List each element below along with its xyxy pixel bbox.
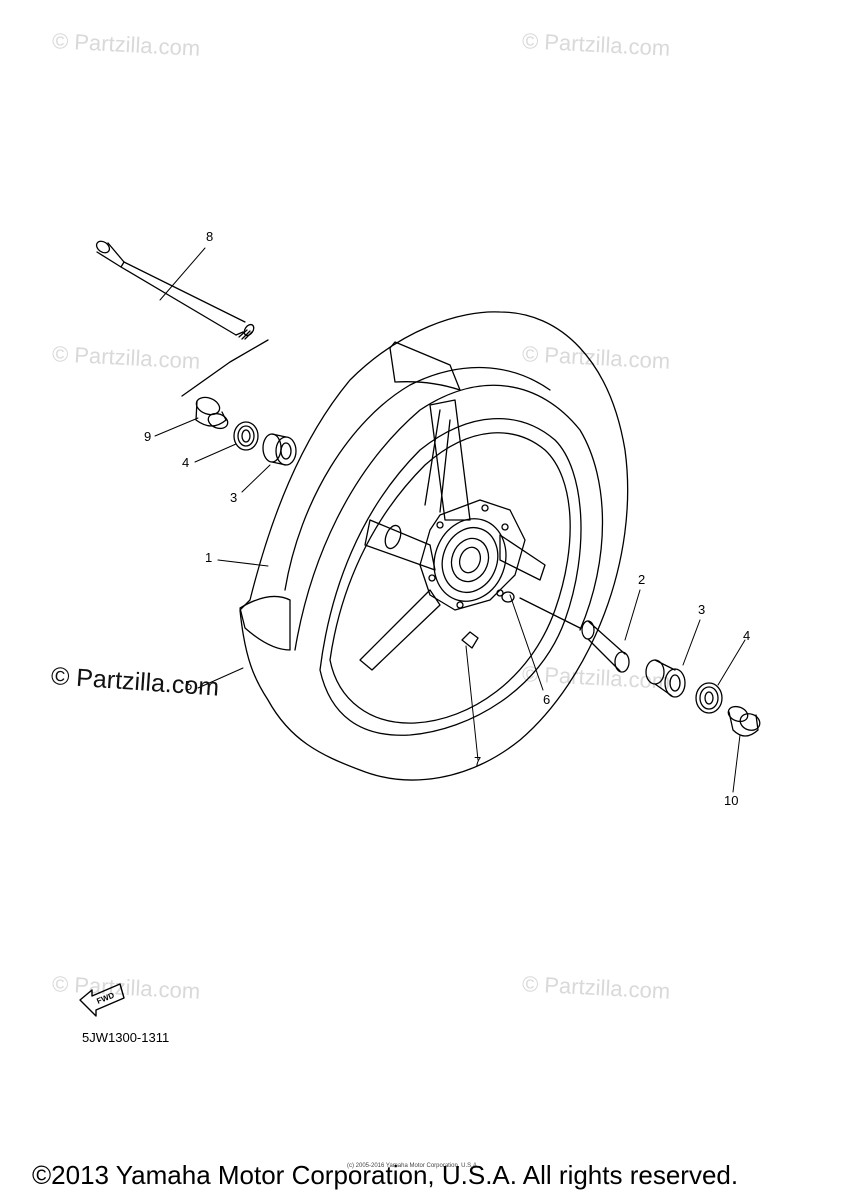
axle-guide-line: [181, 339, 269, 397]
callout-2: 2: [638, 572, 645, 587]
guide-line: [519, 597, 581, 629]
callout-1: 1: [205, 550, 212, 565]
collar-right: [727, 705, 761, 737]
callout-10: 10: [724, 793, 738, 808]
callout-3-right: 3: [698, 602, 705, 617]
wheel-assembly: [239, 311, 629, 781]
callout-5: 5: [185, 678, 192, 693]
callout-9: 9: [144, 429, 151, 444]
spacer-long-right: [581, 620, 630, 673]
axle: [95, 240, 255, 340]
spacer-right: [645, 659, 686, 698]
fwd-arrow-icon: FWD: [79, 983, 125, 1017]
collar-left: [195, 396, 229, 430]
spacer-left: [262, 433, 297, 466]
bearing-right: [695, 682, 723, 714]
bearing-left: [233, 421, 259, 451]
copyright-notice: ©2013 Yamaha Motor Corporation, U.S.A. A…: [32, 1160, 739, 1190]
callout-4-left: 4: [182, 455, 189, 470]
leader-lines: [154, 247, 746, 793]
callout-6: 6: [543, 692, 550, 707]
fine-print: (c) 2005-2016 Yamaha Motor Corporation, …: [347, 1163, 479, 1169]
callout-8: 8: [206, 229, 213, 244]
callout-3-left: 3: [230, 490, 237, 505]
part-code: 5JW1300-1311: [82, 1030, 170, 1045]
callout-4-right: 4: [743, 628, 750, 643]
callout-7: 7: [474, 754, 481, 769]
